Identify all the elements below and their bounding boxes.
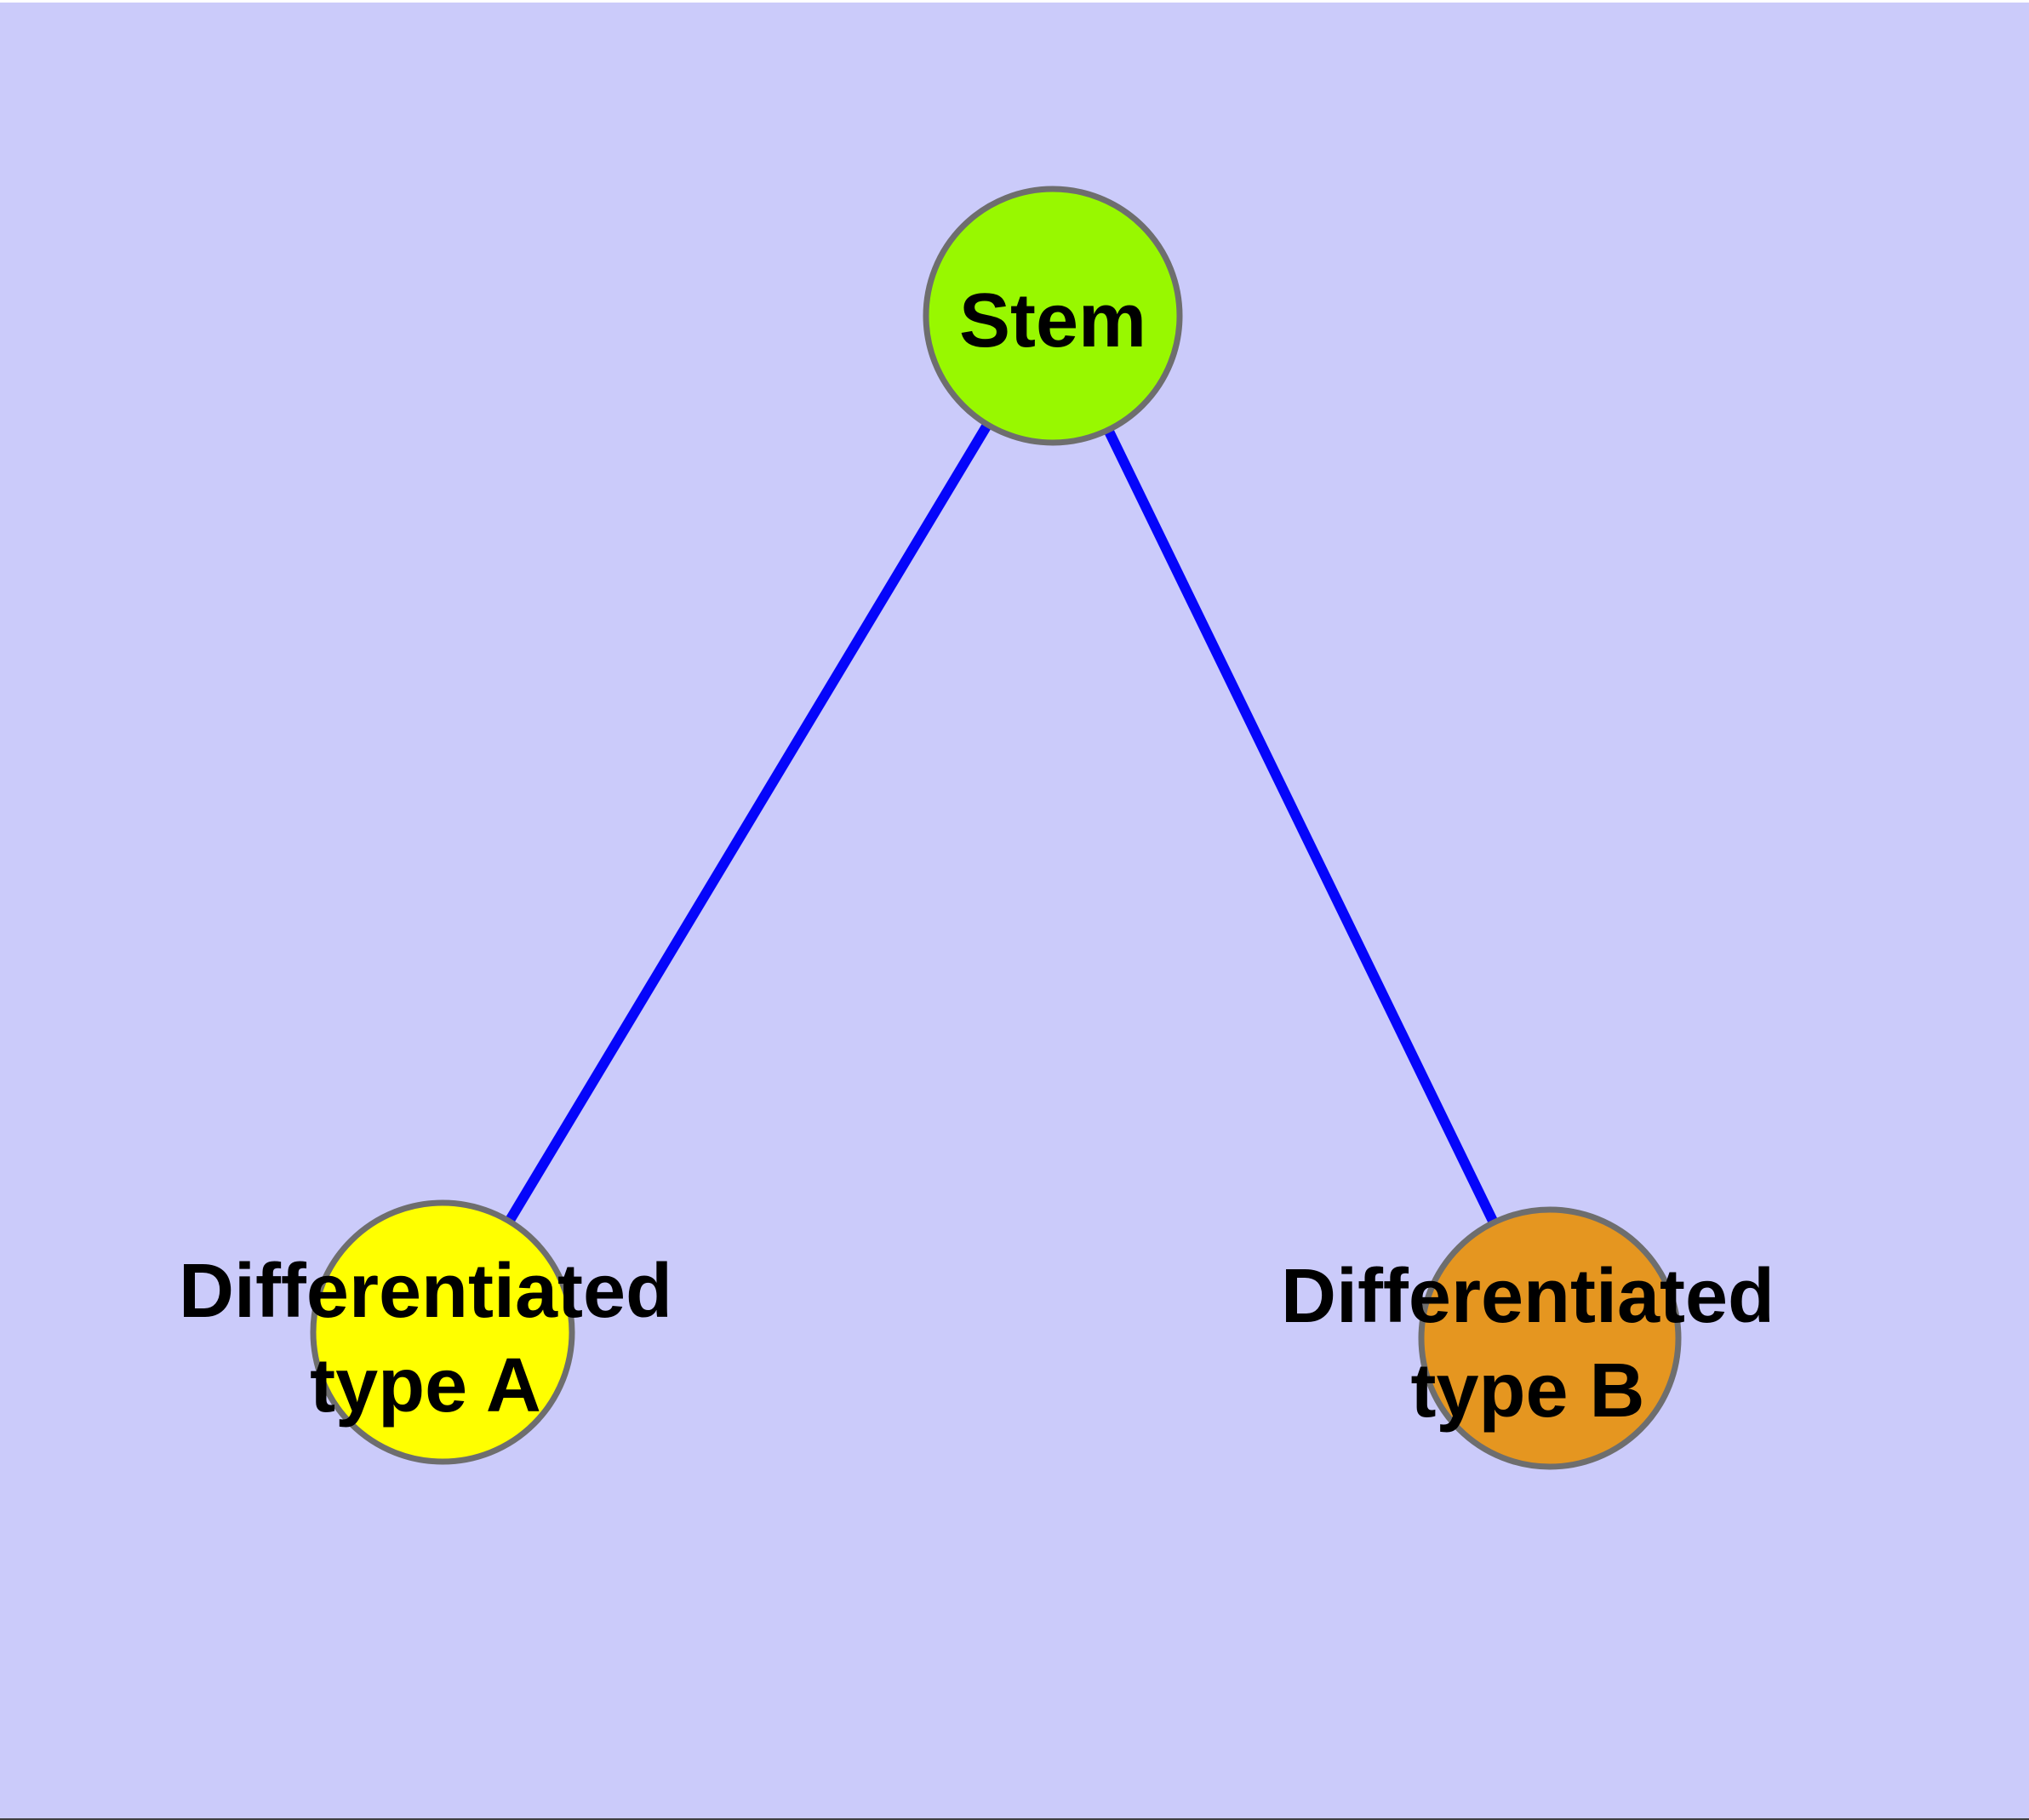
node-differentiated-type-a-label-line-1: Differentiated xyxy=(179,1249,672,1334)
node-differentiated-type-b: Differentiated type B xyxy=(1281,1206,1775,1470)
node-differentiated-type-b-label-line-1: Differentiated xyxy=(1281,1254,1775,1339)
edge-stem-to-differentiated-type-b xyxy=(1048,313,1555,1341)
node-differentiated-type-b-circle xyxy=(1418,1206,1682,1470)
edge-layer xyxy=(437,312,1555,1341)
node-differentiated-type-a: Differentiated type A xyxy=(179,1199,672,1465)
node-differentiated-type-a-circle xyxy=(310,1199,575,1465)
node-stem-label: Stem xyxy=(959,278,1146,363)
canvas-top-edge xyxy=(0,0,2029,3)
node-stem-circle xyxy=(923,186,1183,446)
node-stem: Stem xyxy=(923,186,1183,446)
edge-stem-to-differentiated-type-a xyxy=(437,312,1058,1336)
canvas-bottom-edge xyxy=(0,1818,2029,1820)
node-differentiated-type-b-label-line-2: type B xyxy=(1410,1348,1644,1434)
node-differentiated-type-a-label-line-2: type A xyxy=(310,1343,541,1428)
node-layer: Stem Differentiated type A Differentiate… xyxy=(179,186,1775,1470)
